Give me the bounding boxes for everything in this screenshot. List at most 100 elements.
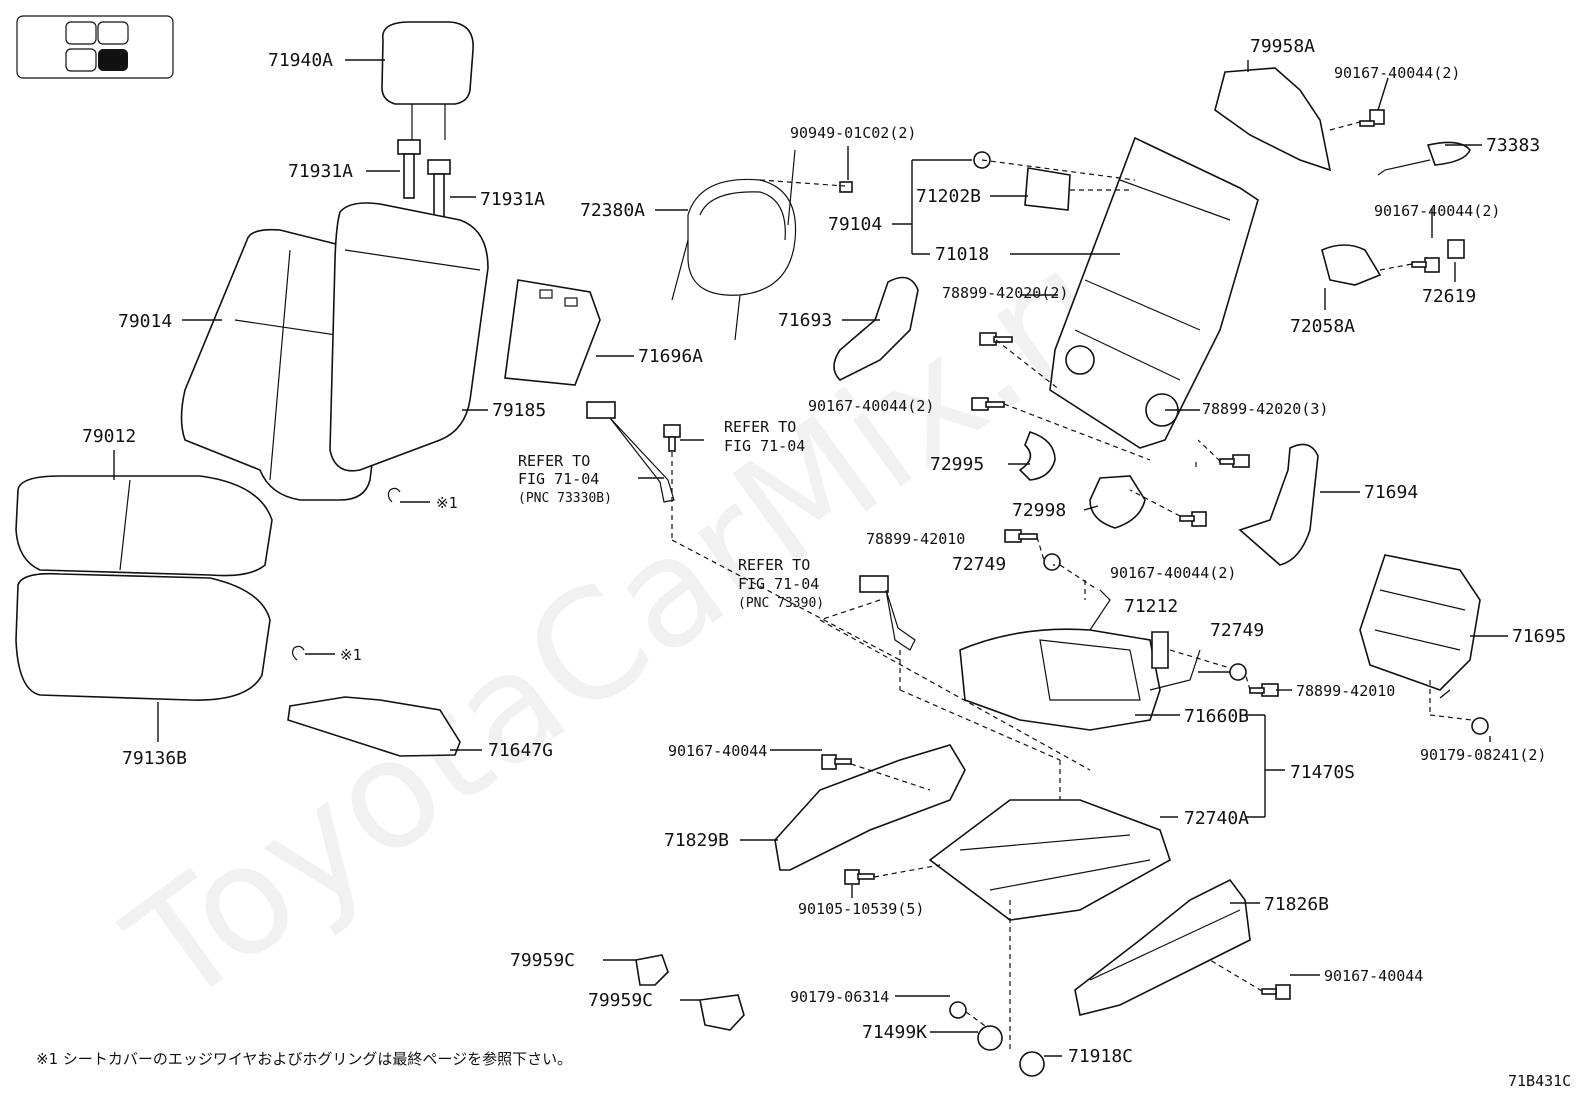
label-90179-06314: 90179-06314 [790, 988, 889, 1006]
hog-ring-2 [291, 645, 305, 661]
headrest-support-71931A-2[interactable] [427, 159, 451, 221]
label-79185: 79185 [492, 400, 546, 421]
label-90167-40044-e: 90167-40044 [668, 742, 767, 760]
label-79958A: 79958A [1250, 36, 1315, 57]
dashed-connection-lines [671, 121, 1473, 1052]
refer-a-line2: FIG 71-04 [724, 437, 805, 455]
label-79014: 79014 [118, 311, 172, 332]
track-72740A[interactable] [928, 799, 1171, 921]
label-71470S: 71470S [1290, 762, 1355, 783]
bolt-78899-42010-a[interactable] [1004, 529, 1038, 543]
label-71931A-1: 71931A [288, 161, 353, 182]
cap-71918C[interactable] [1019, 1051, 1045, 1077]
cushion-cover-79012[interactable] [15, 475, 273, 577]
label-72740A: 72740A [1184, 808, 1249, 829]
side-cover-71693[interactable] [833, 276, 919, 381]
label-71693: 71693 [778, 310, 832, 331]
label-79136B: 79136B [122, 748, 187, 769]
label-note-2: ※1 [340, 646, 362, 664]
bolt-90167-40044-b[interactable] [1359, 109, 1385, 127]
label-90167-40044-2-c: 90167-40044(2) [1374, 202, 1500, 220]
clip-79959C-1[interactable] [635, 954, 669, 986]
nut-90179-08241[interactable] [1471, 717, 1489, 735]
bolt-90167-40044-d[interactable] [1179, 511, 1207, 527]
label-71018: 71018 [935, 244, 989, 265]
refer-a-line1: REFER TO [724, 418, 796, 436]
label-78899-42010-a: 78899-42010 [866, 530, 965, 548]
pad-71647G[interactable] [287, 696, 461, 757]
headrest-support-71931A-1[interactable] [397, 139, 421, 199]
refer-b-line3: (PNC 73330B) [518, 491, 612, 506]
lever-73383[interactable] [1377, 141, 1471, 176]
label-71829B: 71829B [664, 830, 729, 851]
label-79012: 79012 [82, 426, 136, 447]
refer-c-line2: FIG 71-04 [738, 575, 819, 593]
label-72619[interactable] [1447, 239, 1465, 259]
label-78899-42010-b: 78899-42010 [1296, 682, 1395, 700]
belt-73330B[interactable] [586, 401, 675, 503]
bolt-refer-a[interactable] [663, 424, 681, 452]
cover-71499K[interactable] [977, 1025, 1003, 1051]
bolt-78899-42020-b[interactable] [1219, 454, 1250, 468]
label-73383: 73383 [1486, 135, 1540, 156]
refer-notes: REFER TO FIG 71-04 REFER TO FIG 71-04 (P… [518, 418, 824, 611]
clip-79959C-2[interactable] [699, 994, 745, 1031]
bolt-78899-42010-b[interactable] [1249, 683, 1279, 697]
bolt-90105-10539[interactable] [844, 869, 875, 885]
label-71694: 71694 [1364, 482, 1418, 503]
bracket-71212[interactable] [1151, 631, 1169, 669]
bolt-90167-40044-c[interactable] [1411, 257, 1440, 273]
label-78899-42020-2: 78899-42020(2) [942, 284, 1068, 302]
label-72995: 72995 [930, 454, 984, 475]
headrest-71940A[interactable] [381, 21, 474, 140]
cushion-frame-71660B[interactable] [959, 589, 1201, 731]
cover-72058A[interactable] [1321, 244, 1382, 286]
label-71212: 71212 [1124, 596, 1178, 617]
label-90105-10539-5: 90105-10539(5) [798, 900, 924, 918]
bolt-90167-40044-e[interactable] [821, 754, 852, 770]
bracket-71202B[interactable] [973, 151, 1071, 211]
bolt-90167-40044-f[interactable] [1261, 984, 1291, 1000]
part-labels: 71940A 71931A 71931A 79014 79185 79012 7… [82, 36, 1566, 1067]
label-71826B: 71826B [1264, 894, 1329, 915]
hog-ring-1 [387, 487, 401, 503]
panel-71696A[interactable] [504, 279, 601, 386]
refer-b-line2: FIG 71-04 [518, 470, 599, 488]
seatback-pad-79185[interactable] [329, 202, 489, 472]
label-79104: 79104 [828, 214, 882, 235]
cable-72380A[interactable] [671, 149, 853, 341]
seatback-frame-71018[interactable] [1049, 136, 1259, 449]
label-72058A: 72058A [1290, 316, 1355, 337]
label-90167-40044-2-b: 90167-40044(2) [1334, 64, 1460, 82]
label-72380A: 72380A [580, 200, 645, 221]
label-71931A-2: 71931A [480, 189, 545, 210]
refer-b-line1: REFER TO [518, 452, 590, 470]
refer-c-line3: (PNC 73390) [738, 596, 824, 611]
cushion-pad-79136B[interactable] [15, 572, 271, 701]
cover-79958A[interactable] [1214, 67, 1332, 172]
label-note-1: ※1 [436, 494, 458, 512]
label-72749-a: 72749 [952, 554, 1006, 575]
washer-72749-b[interactable] [1229, 663, 1247, 681]
label-90949-01C02: 90949-01C02(2) [790, 124, 916, 142]
label-72619: 72619 [1422, 286, 1476, 307]
washer-72749-a[interactable] [1043, 553, 1061, 571]
side-cover-71694[interactable] [1238, 443, 1319, 566]
label-90167-40044-f: 90167-40044 [1324, 967, 1423, 985]
cover-71826B[interactable] [1074, 878, 1251, 1016]
cover-71829B[interactable] [774, 744, 966, 871]
label-71695: 71695 [1512, 626, 1566, 647]
cover-71695[interactable] [1359, 554, 1481, 691]
label-71647G: 71647G [488, 740, 553, 761]
label-71918C: 71918C [1068, 1046, 1133, 1067]
seat-position-icon [16, 15, 174, 79]
nut-90179-06314[interactable] [949, 1001, 967, 1019]
label-71202B: 71202B [916, 186, 981, 207]
bolt-78899-42020-a[interactable] [979, 332, 1013, 346]
belt-73390[interactable] [859, 575, 916, 651]
label-90167-40044-2-a: 90167-40044(2) [808, 397, 934, 415]
cover-72995[interactable] [1018, 431, 1056, 481]
cover-72998[interactable] [1089, 475, 1146, 529]
label-90167-40044-2-d: 90167-40044(2) [1110, 564, 1236, 582]
